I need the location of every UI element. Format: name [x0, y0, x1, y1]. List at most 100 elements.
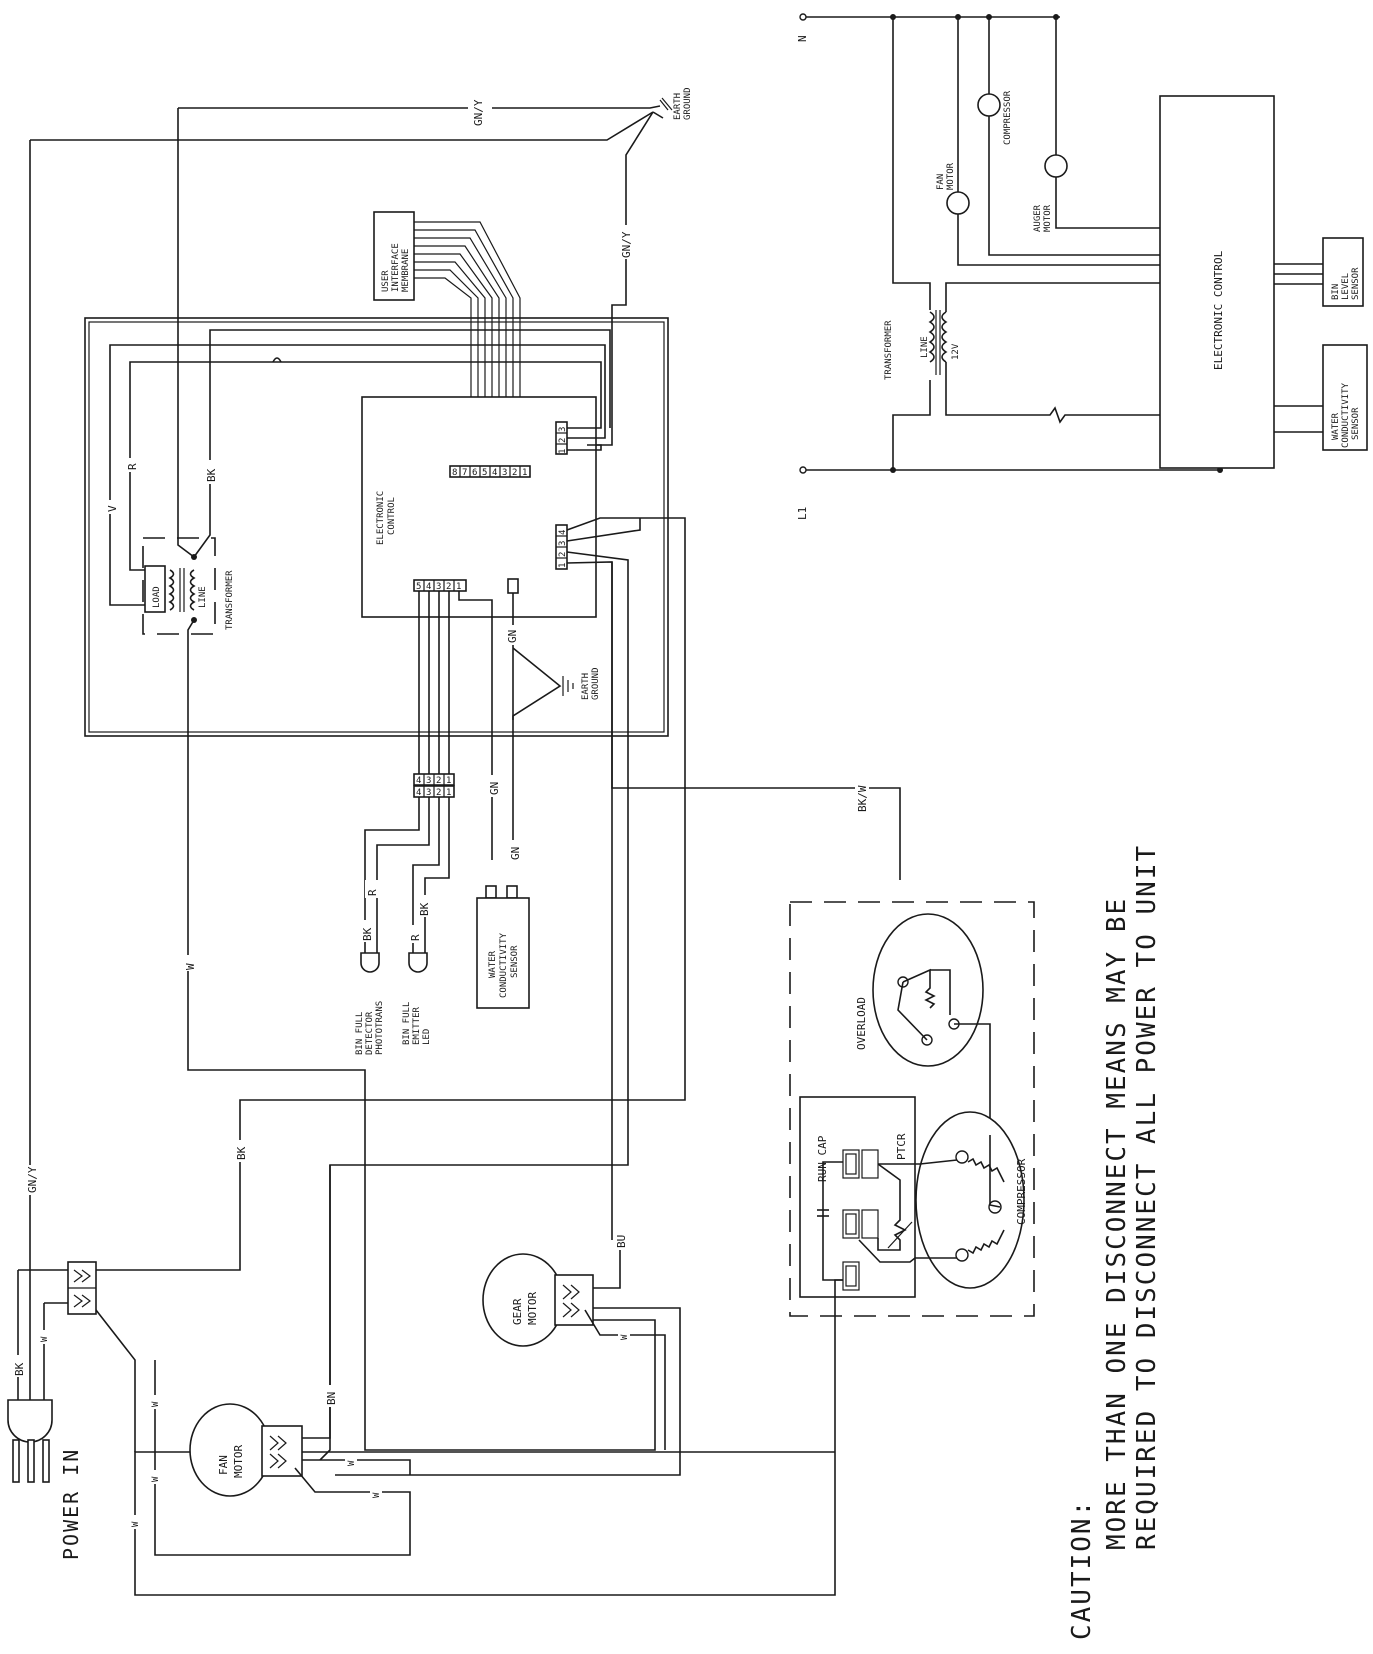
- c5-3: 2: [446, 582, 451, 592]
- terminal-n: N: [796, 35, 809, 42]
- c8-5: 3: [502, 468, 507, 478]
- connector-5-pin: 5 4 3 2 1: [413, 579, 467, 592]
- c5-4: 1: [456, 582, 461, 592]
- schematic-fan-label-1: FAN: [936, 174, 946, 190]
- caution-heading: CAUTION:: [1067, 1499, 1097, 1640]
- c8-0: 8: [452, 468, 457, 478]
- cp1-2: 1: [558, 449, 568, 454]
- ui-2: INTERFACE: [391, 243, 401, 292]
- wire-label-gny-top: GN/Y: [472, 99, 485, 126]
- connector-8-pin: 8 7 6 5 4 3 2 1: [449, 465, 531, 478]
- c8-6: 2: [512, 468, 517, 478]
- c4a-1: 3: [426, 776, 431, 786]
- power-plug-icon: [7, 1399, 53, 1483]
- overload-label: OVERLOAD: [855, 997, 868, 1050]
- run-cap-label: RUN CAP: [816, 1135, 829, 1182]
- wire-label-bk-pwr: BK: [13, 1362, 26, 1376]
- bin-full-emitter: [408, 952, 428, 973]
- wcs-s-3: SENSOR: [1351, 407, 1361, 440]
- schematic-water-conductivity-sensor: [1322, 344, 1368, 451]
- eg-mid-1: EARTH: [581, 673, 591, 700]
- bfe-2: EMITTER: [412, 1006, 422, 1045]
- wire-label-gn-1: GN: [506, 630, 519, 643]
- wire-label-bk-4: BK: [235, 1146, 248, 1160]
- fan-motor-plug: [261, 1425, 303, 1477]
- cp1-1: 2: [558, 438, 568, 443]
- connector-p1: 3 2 1: [555, 421, 568, 455]
- compressor-enclosure: [789, 901, 1035, 1317]
- wcs-1: WATER: [488, 950, 498, 978]
- wire-label-bkw: BK/W: [856, 785, 869, 812]
- wire-label-bn: BN: [325, 1392, 338, 1405]
- fan-motor-label-2: MOTOR: [232, 1445, 245, 1478]
- wire-label-w-3: W: [347, 1460, 357, 1466]
- c8-3: 5: [482, 468, 487, 478]
- caution-note: CAUTION: MORE THAN ONE DISCONNECT MEANS …: [1067, 844, 1162, 1640]
- c5-1: 4: [426, 582, 431, 592]
- wire-label-bk-2: BK: [418, 902, 431, 916]
- wire-label-bk: BK: [205, 468, 218, 482]
- bls-2: LEVEL: [1341, 273, 1351, 300]
- user-interface-membrane: [373, 211, 415, 301]
- wire-label-w-4: W: [372, 1492, 382, 1498]
- wire-label-gny-bottom: GN/Y: [26, 1166, 39, 1193]
- bfe-3: LED: [422, 1029, 432, 1045]
- wire-label-gn-3: GN: [509, 847, 522, 860]
- eg-top-2: GROUND: [683, 87, 693, 120]
- transformer-label: TRANSFORMER: [225, 570, 235, 630]
- wire-label-gn-2: GN: [488, 782, 501, 795]
- schematic-auger-label-1: AUGER: [1033, 204, 1043, 232]
- bls-1: BIN: [1331, 284, 1341, 300]
- wire-label-w-5: W: [40, 1336, 50, 1342]
- wire-label-gny-mid: GN/Y: [620, 231, 633, 258]
- c4b-2: 2: [436, 788, 441, 798]
- wire-label-r-3: R: [409, 934, 422, 941]
- c5-0: 5: [416, 582, 421, 592]
- wire-label-w-2: W: [620, 1334, 630, 1340]
- c8-2: 6: [472, 468, 477, 478]
- gear-motor-label-1: GEAR: [511, 1298, 524, 1325]
- cp2-0: 4: [558, 530, 568, 535]
- compressor: [915, 1111, 1025, 1289]
- caution-line-1: MORE THAN ONE DISCONNECT MEANS MAY BE: [1102, 897, 1132, 1550]
- wiring-layout: EARTH GROUND GN/Y GN/Y USER INTERFACE ME…: [7, 87, 1035, 1596]
- wire-label-w-7: W: [151, 1476, 161, 1482]
- caution-line-2: REQUIRED TO DISCONNECT ALL POWER TO UNIT: [1132, 844, 1162, 1550]
- secondary-voltage-label: 12V: [951, 343, 961, 360]
- bls-3: SENSOR: [1351, 267, 1361, 300]
- ui-3: MEMBRANE: [401, 249, 411, 292]
- c4a-3: 1: [446, 776, 451, 786]
- schematic-bin-level-sensor: [1322, 237, 1364, 307]
- cp2-1: 3: [558, 541, 568, 546]
- eg-mid-2: GROUND: [591, 667, 601, 700]
- schematic-compressor: [977, 93, 1001, 117]
- control-box-enclosure: [84, 317, 669, 737]
- schematic-fan-label-2: MOTOR: [946, 162, 956, 190]
- c4a-0: 4: [416, 776, 421, 786]
- fan-motor-label-1: FAN: [217, 1455, 230, 1475]
- wire-label-bk-3: BK: [361, 927, 374, 941]
- wire-label-r-2: R: [366, 889, 379, 896]
- c8-4: 4: [492, 468, 497, 478]
- wire-label-bu: BU: [615, 1235, 628, 1248]
- connector-p2: 4 3 2 1: [555, 524, 568, 570]
- cp1-0: 3: [558, 427, 568, 432]
- wire-label-w-6: W: [131, 1521, 141, 1527]
- terminal-l1: L1: [796, 507, 809, 520]
- gear-motor-plug: [554, 1274, 594, 1326]
- cp2-3: 1: [558, 563, 568, 568]
- c4a-2: 2: [436, 776, 441, 786]
- water-conductivity-sensor: [476, 897, 530, 1009]
- ladder-schematic: N L1 TRANSFORMER LINE 12V FAN MOTOR COMP…: [796, 13, 1368, 520]
- ec-2: CONTROL: [387, 497, 397, 535]
- bfe-1: BIN FULL: [402, 1002, 412, 1045]
- compressor-label: COMPRESSOR: [1015, 1158, 1028, 1225]
- bin-full-detector: [360, 952, 380, 973]
- power-in-label: POWER IN: [59, 1448, 83, 1560]
- cp2-2: 2: [558, 552, 568, 557]
- wire-label-w-8: W: [151, 1401, 161, 1407]
- eg-top-1: EARTH: [673, 93, 683, 120]
- c4b-3: 1: [446, 788, 451, 798]
- bfd-2: DETECTOR: [365, 1011, 375, 1055]
